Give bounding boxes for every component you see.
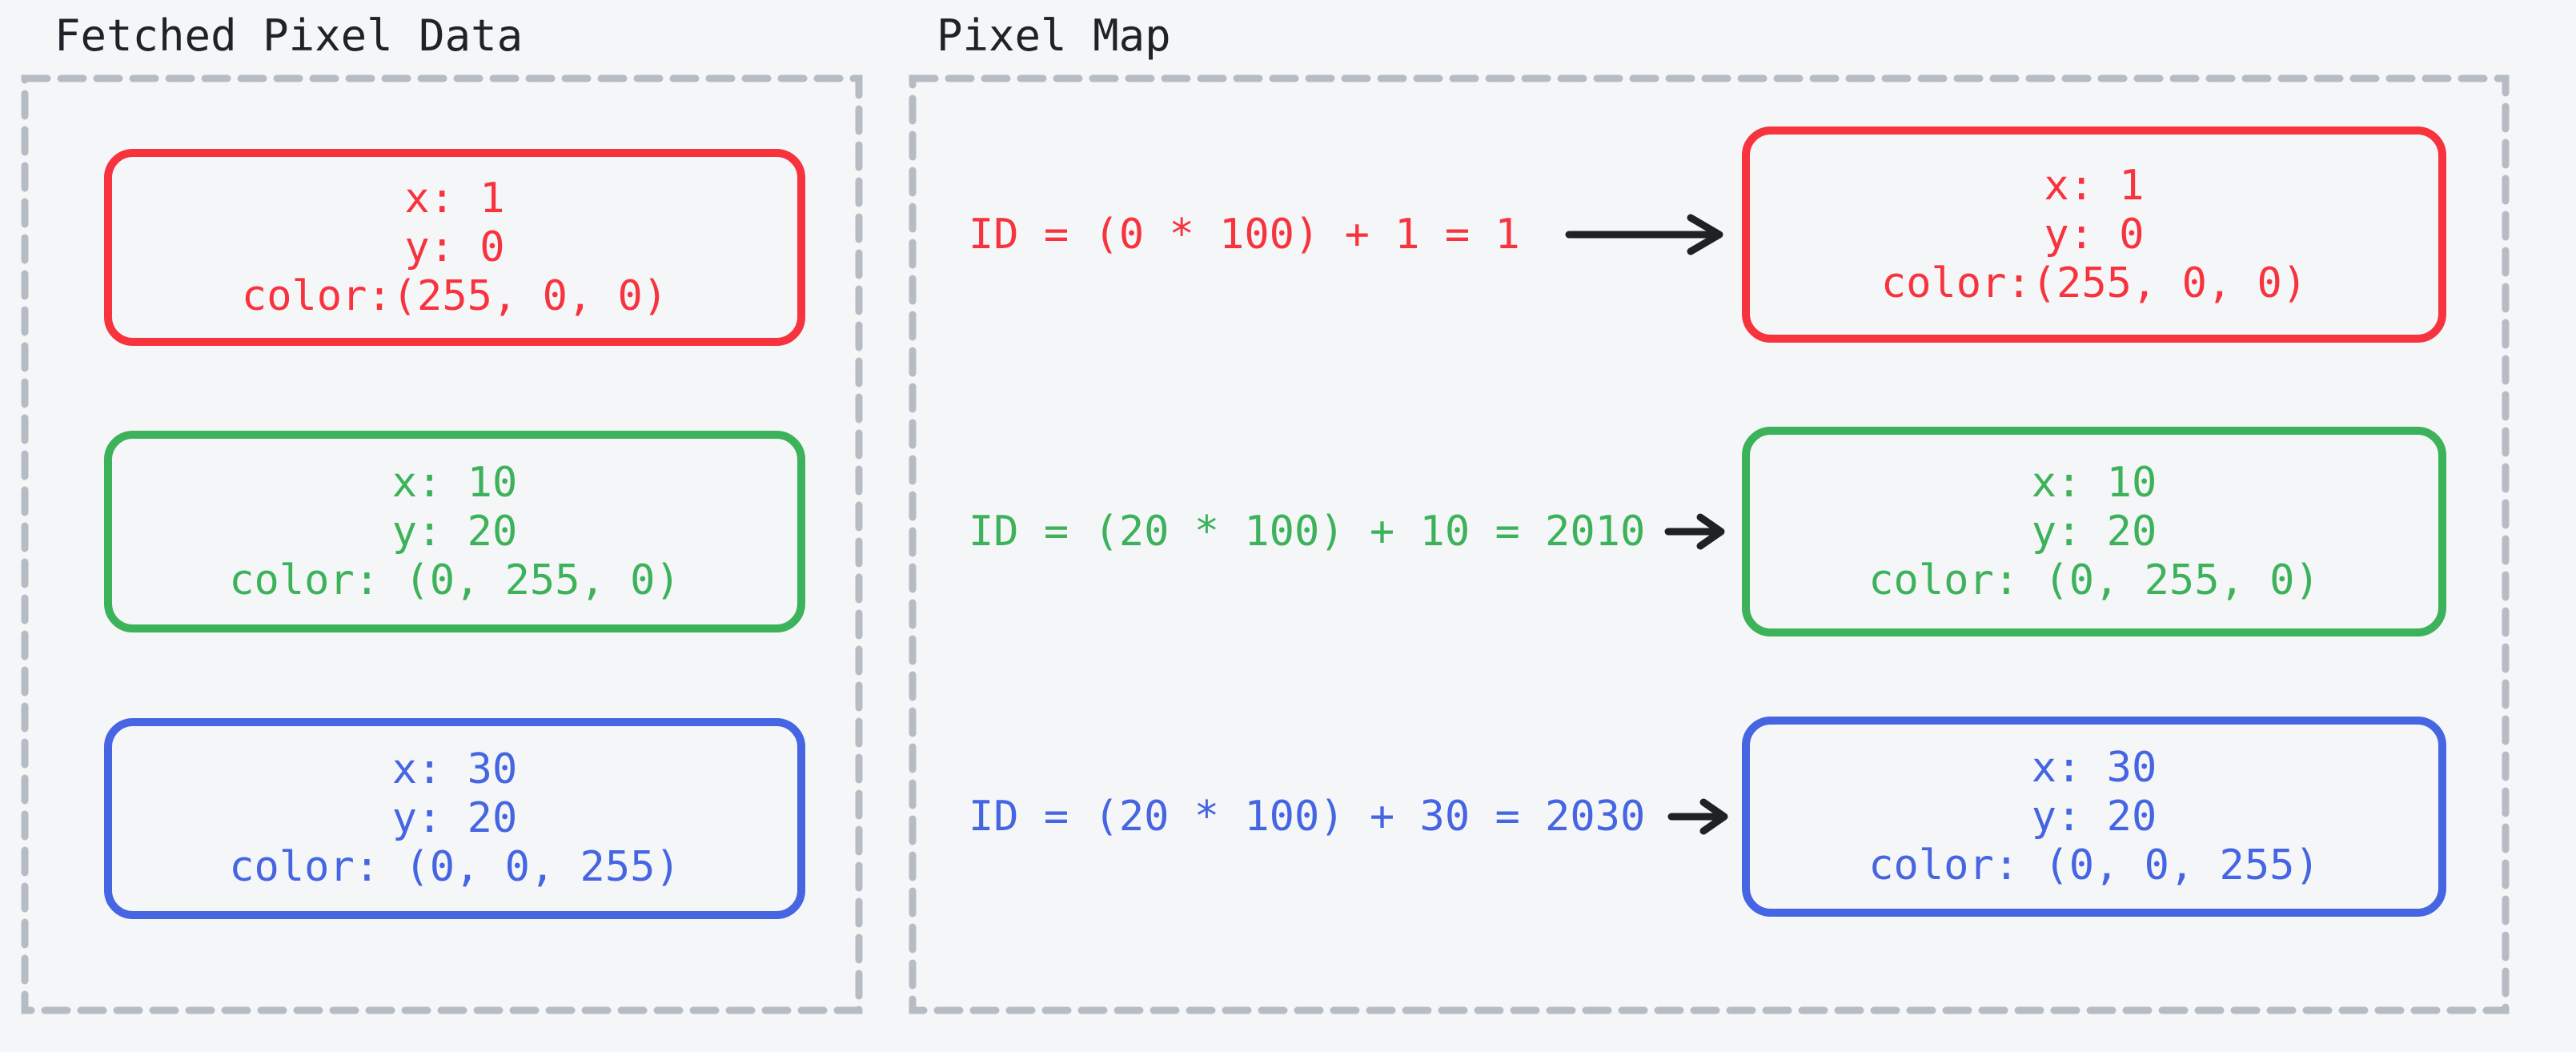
pixel-y-value: y: 20 — [2031, 792, 2157, 841]
short-right-arrow-icon — [1664, 513, 1725, 550]
mapped-pixel-box-red: x: 1 y: 0 color:(255, 0, 0) — [1742, 126, 2446, 343]
pixel-color-value: color: (0, 0, 255) — [229, 843, 680, 891]
pixel-y-value: y: 0 — [2044, 210, 2145, 259]
pixel-x-value: x: 10 — [391, 458, 518, 507]
short-right-arrow-icon — [1667, 798, 1728, 835]
pixel-x-value: x: 1 — [404, 174, 505, 223]
pixel-color-value: color: (0, 0, 255) — [1868, 841, 2320, 889]
id-formula-blue: ID = (20 * 100) + 30 = 2030 — [969, 793, 1646, 841]
left-panel-title: Fetched Pixel Data — [54, 10, 524, 61]
pixel-x-value: x: 1 — [2044, 161, 2145, 210]
mapped-pixel-box-green: x: 10 y: 20 color: (0, 255, 0) — [1742, 427, 2446, 636]
id-formula-green: ID = (20 * 100) + 10 = 2010 — [969, 508, 1646, 556]
pixel-color-value: color:(255, 0, 0) — [241, 271, 668, 320]
source-pixel-box-red: x: 1 y: 0 color:(255, 0, 0) — [104, 149, 805, 346]
pixel-color-value: color: (0, 255, 0) — [229, 556, 680, 604]
fetched-pixel-data-container — [21, 74, 863, 1014]
pixel-x-value: x: 10 — [2031, 458, 2157, 507]
source-pixel-box-green: x: 10 y: 20 color: (0, 255, 0) — [104, 431, 805, 632]
pixel-x-value: x: 30 — [2031, 743, 2157, 792]
right-panel-title: Pixel Map — [937, 10, 1171, 61]
pixel-y-value: y: 20 — [391, 794, 518, 842]
id-formula-red: ID = (0 * 100) + 1 = 1 — [969, 211, 1520, 259]
pixel-y-value: y: 20 — [391, 507, 518, 556]
pixel-y-value: y: 20 — [2031, 507, 2157, 556]
pixel-map-container — [909, 74, 2510, 1014]
source-pixel-box-blue: x: 30 y: 20 color: (0, 0, 255) — [104, 718, 805, 919]
pixel-color-value: color:(255, 0, 0) — [1880, 259, 2308, 307]
mapped-pixel-box-blue: x: 30 y: 20 color: (0, 0, 255) — [1742, 717, 2446, 917]
pixel-y-value: y: 0 — [404, 223, 505, 271]
long-right-arrow-icon — [1565, 214, 1723, 255]
pixel-x-value: x: 30 — [391, 745, 518, 793]
pixel-color-value: color: (0, 255, 0) — [1868, 556, 2320, 604]
